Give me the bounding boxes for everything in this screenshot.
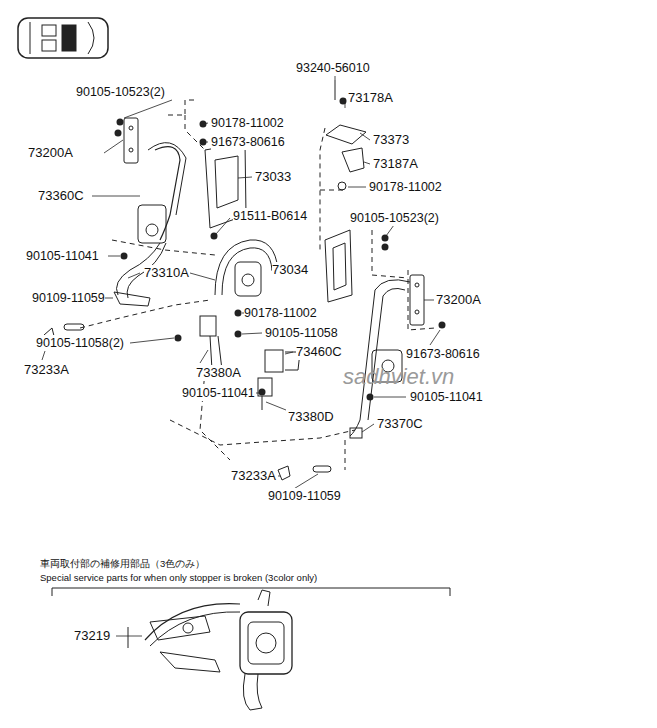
watermark: sadhviet.vn	[343, 364, 454, 390]
callout-number: 73033	[255, 169, 291, 185]
callout-number: 73233A	[231, 468, 276, 484]
callout-number: 73233A	[24, 362, 69, 378]
callout-number: 91673-80616	[406, 346, 480, 362]
callout-number: 93240-56010	[296, 60, 370, 76]
callout-number: 90109-11059	[268, 488, 341, 504]
callout-number: 90105-11041	[26, 248, 99, 264]
callout-number: 73219	[74, 628, 110, 644]
callout-number: 73034	[272, 262, 308, 278]
dashed-outline	[80, 100, 435, 478]
callout-number: 73178A	[348, 90, 393, 106]
callout-number: 90178-11002	[211, 115, 284, 131]
leader-line	[42, 76, 440, 636]
callout-number: 73360C	[38, 188, 84, 204]
callout-number: 73373	[373, 132, 409, 148]
callout-number: 90109-11059	[32, 290, 105, 306]
fastener	[115, 98, 446, 401]
callout-number: 91511-B0614	[233, 208, 307, 224]
callout-number: 90178-11002	[369, 179, 442, 195]
callout-number: 90105-10523(2)	[350, 210, 439, 226]
callout-number: 73370C	[377, 416, 423, 432]
callout-number: 90105-11058(2)	[36, 335, 124, 351]
callout-number: 73187A	[373, 156, 418, 172]
callout-number: 90105-11058	[265, 325, 338, 341]
callout-number: 73200A	[436, 292, 481, 308]
callout-number: 73460C	[296, 344, 342, 360]
callout-number: 90178-11002	[244, 305, 317, 321]
stopper-illustration	[128, 590, 292, 710]
service-parts-bracket	[52, 588, 450, 596]
callout-number: 91673-80616	[211, 134, 285, 150]
callout-number: 73200A	[28, 145, 73, 161]
callout-number: 90105-11041	[410, 389, 483, 405]
pillar-trim	[325, 230, 352, 302]
callout-number: 90105-10523(2)	[76, 84, 165, 100]
callout-number: 73310A	[144, 265, 189, 281]
car-icon	[18, 18, 108, 58]
callout-number: 73380D	[288, 409, 334, 425]
callout-number: 90105-11041	[182, 385, 255, 401]
service-note: Special service parts for when only stop…	[40, 570, 317, 586]
callout-number: 73380A	[196, 365, 241, 381]
